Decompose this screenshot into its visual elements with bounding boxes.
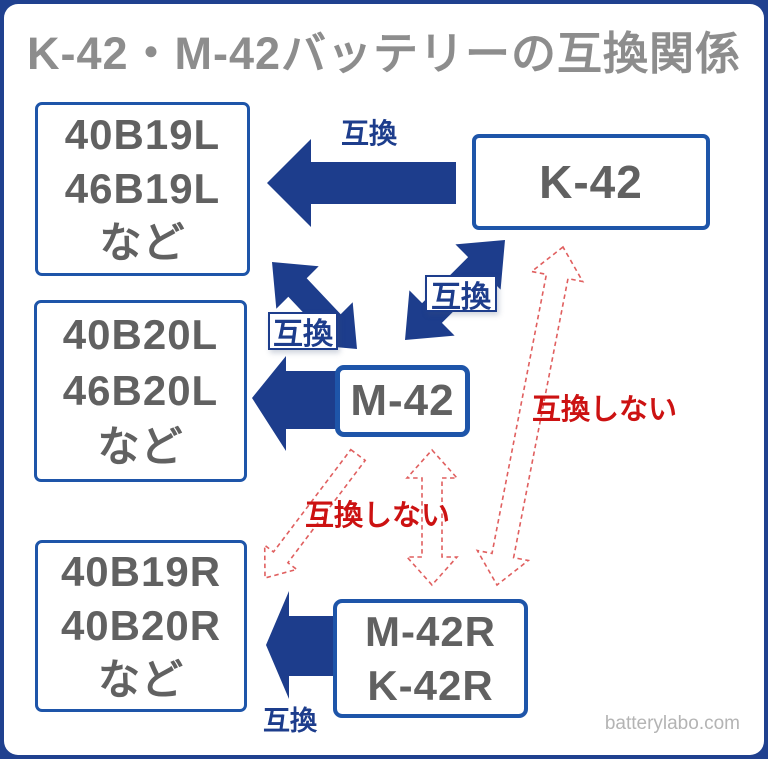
battery-model: 46B19L — [64, 165, 221, 212]
compatible-label-top: 互換 — [341, 118, 398, 149]
battery-box-k42: K-42 — [472, 134, 710, 230]
arrow-not-compatible-m42-m42r-bidirectional-icon — [405, 448, 459, 587]
arrow-compatible-k42-to-b19l-icon — [267, 139, 456, 227]
battery-model: K-42 — [539, 156, 643, 208]
battery-box-m42r: M-42R K-42R — [333, 599, 528, 718]
not-compatible-label-left: 互換しない — [305, 500, 451, 532]
battery-model: K-42R — [367, 661, 494, 709]
arrow-compatible-m42r-to-b19r-icon — [266, 591, 334, 699]
compatible-label-bottom: 互換 — [263, 706, 317, 736]
page-title: K-42・M-42バッテリーの互換関係 — [26, 28, 742, 79]
battery-model: M-42R — [364, 607, 497, 655]
arrow-compatible-m42-to-b20l-icon — [252, 356, 336, 451]
site-watermark: batterylabo.com — [604, 713, 740, 734]
battery-model: 46B20L — [62, 367, 219, 414]
battery-model: 40B20R — [60, 602, 222, 649]
battery-box-b19l-group: 40B19L 46B19L など — [35, 102, 250, 276]
battery-model: 40B20L — [62, 311, 219, 358]
arrow-not-compatible-m42-to-b19r-icon — [263, 448, 367, 580]
battery-box-b20l-group: 40B20L 46B20L など — [34, 300, 247, 482]
battery-model: など — [99, 219, 186, 266]
battery-model: 40B19R — [60, 548, 222, 595]
compatible-label-mid-right: 互換 — [425, 275, 497, 314]
battery-model: 40B19L — [64, 111, 221, 158]
battery-box-m42: M-42 — [335, 365, 470, 437]
arrow-not-compatible-k42-m42r-bidirectional-icon — [475, 245, 585, 587]
battery-model: など — [97, 423, 184, 470]
battery-box-b19r-group: 40B19R 40B20R など — [35, 540, 247, 712]
battery-model: M-42 — [350, 376, 455, 425]
battery-model: など — [97, 656, 184, 703]
compatible-label-mid-left: 互換 — [268, 312, 338, 351]
not-compatible-label-right: 互換しない — [532, 394, 678, 426]
